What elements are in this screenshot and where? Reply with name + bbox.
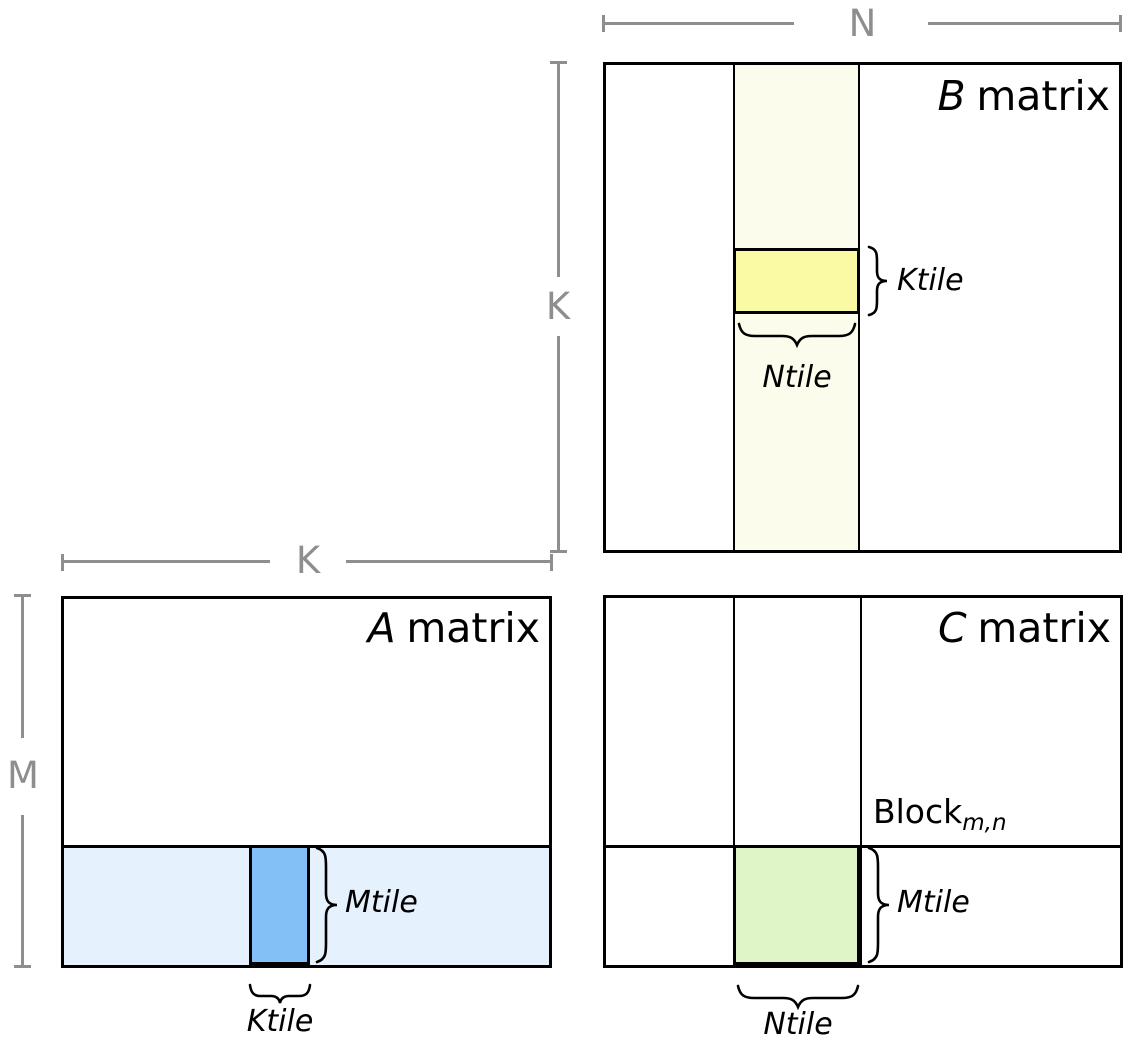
m-dim-line-top — [21, 596, 24, 738]
a-ktile-label: Ktile — [246, 1004, 314, 1039]
n-dim-line-right — [928, 22, 1120, 25]
k-a-dim-label: K — [295, 539, 321, 582]
m-dim-label: M — [7, 754, 39, 797]
a-mtile-label: Mtile — [345, 885, 418, 920]
c-column-divider-left — [733, 598, 735, 965]
c-mtile-ntile-tile — [733, 845, 860, 965]
n-dim-right-tick — [1119, 15, 1122, 32]
k-a-dim-line-left — [63, 560, 270, 563]
b-ntile-label: Ntile — [762, 360, 832, 395]
c-row-divider — [606, 845, 1120, 848]
k-b-dim-label: K — [545, 285, 571, 328]
k-b-dim-bottom-tick — [550, 550, 567, 553]
c-matrix-title-rest: matrix — [977, 604, 1111, 652]
a-matrix-title-rest: matrix — [406, 604, 540, 652]
c-block-label: Blockm,n — [873, 792, 1007, 836]
k-a-dim-line-right — [346, 560, 551, 563]
a-mtile-ktile-tile — [249, 845, 310, 965]
c-ntile-label: Ntile — [763, 1007, 833, 1042]
b-matrix-title-rest: matrix — [976, 72, 1110, 120]
k-b-dim-line-bottom — [557, 336, 560, 552]
a-mtile-brace-icon — [315, 846, 338, 964]
n-dim-line-left — [604, 22, 794, 25]
b-ktile-label: Ktile — [897, 263, 964, 298]
a-ktile-underbrace-icon — [248, 983, 312, 1004]
k-b-dim-top-tick — [550, 61, 567, 64]
c-column-divider-right — [860, 598, 862, 965]
n-dim-left-tick — [602, 15, 605, 32]
m-dim-line-bottom — [21, 815, 24, 967]
c-matrix-title-letter: C — [938, 604, 967, 652]
b-ktile-ntile-tile — [733, 248, 860, 314]
b-ktile-brace-icon — [867, 245, 888, 317]
c-ntile-underbrace-icon — [736, 984, 860, 1011]
c-block-label-subscript: m,n — [962, 810, 1007, 836]
n-dim-label: N — [848, 2, 877, 45]
c-block-label-text: Block — [873, 792, 963, 831]
k-a-dim-left-tick — [61, 554, 64, 571]
m-dim-top-tick — [14, 594, 31, 597]
c-mtile-label: Mtile — [897, 885, 970, 920]
b-ntile-underbrace-icon — [737, 322, 857, 349]
a-matrix-title-letter: A — [367, 604, 396, 652]
k-a-dim-right-tick — [550, 554, 553, 571]
b-matrix-title-letter: B — [937, 72, 966, 120]
m-dim-bottom-tick — [14, 965, 31, 968]
k-b-dim-line-top — [557, 63, 560, 277]
c-mtile-brace-icon — [867, 846, 890, 964]
